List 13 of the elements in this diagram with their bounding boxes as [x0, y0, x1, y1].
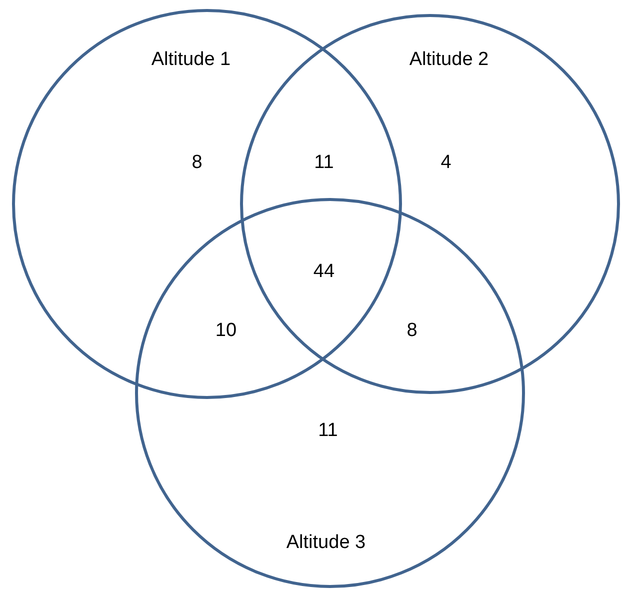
set-label: Altitude 3 — [286, 532, 366, 554]
region-count: 44 — [313, 261, 335, 283]
set-circle — [135, 198, 525, 588]
set-label: Altitude 2 — [409, 49, 489, 71]
region-count: 8 — [192, 152, 202, 174]
set-label: Altitude 1 — [151, 49, 231, 71]
region-count: 8 — [406, 320, 418, 342]
set-circle — [240, 14, 620, 394]
region-count: 4 — [440, 152, 452, 174]
region-count: 11 — [314, 152, 334, 174]
region-count: 11 — [318, 420, 338, 442]
region-count: 10 — [215, 320, 237, 342]
set-circle — [12, 9, 402, 399]
